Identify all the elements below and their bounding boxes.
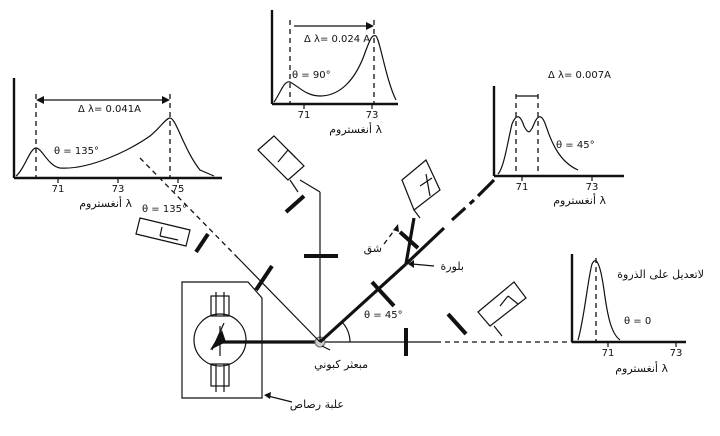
lead-box-text: علبة رصاص — [290, 398, 344, 411]
spectrum-0-theta: θ = 0 — [624, 316, 651, 327]
spectrum-45-axis-label: أنغستروم λ — [553, 193, 606, 207]
spectrum-90-theta: θ = 90° — [292, 70, 331, 81]
spectrometer-90 — [257, 135, 305, 193]
spectrum-0-curve — [577, 260, 621, 341]
spectrum-45-tick-71: 71 — [516, 182, 529, 193]
beam-45 — [318, 262, 408, 344]
slit-0-b — [446, 312, 468, 336]
slit-label: شق — [364, 224, 399, 256]
spectrum-135: Δ λ= 0.041A θ = 135° 71 73 75 أنغستروم λ — [12, 78, 222, 210]
spectrum-135-tick-75: 75 — [172, 184, 185, 195]
spectrum-45-curve — [497, 116, 579, 175]
spectrum-0-axis-label: أنغستروم λ — [615, 361, 668, 375]
beam-45-long-b — [450, 198, 476, 222]
spectrum-0-tick-73: 73 — [670, 348, 683, 359]
spectrum-135-curve — [15, 117, 215, 177]
crystal-label: بلورة — [408, 260, 464, 273]
spectrum-45-tick-73: 73 — [586, 182, 599, 193]
beam-135 — [237, 257, 321, 343]
beam-45-long-c — [476, 178, 496, 198]
spectrum-135-tick-73: 73 — [112, 184, 125, 195]
spectrum-90-tick-73: 73 — [366, 110, 379, 121]
spectrum-135-axis-label: أنغستروم λ — [79, 196, 132, 210]
spectrum-90-curve — [273, 35, 397, 103]
theta-45-arc — [341, 321, 351, 343]
spectrum-0: لاتعديل على الذروة θ = 0 71 73 أنغستروم … — [570, 254, 704, 375]
spectrum-0-tick-71: 71 — [602, 348, 615, 359]
spectrum-135-tick-71: 71 — [52, 184, 65, 195]
lead-box — [181, 281, 263, 399]
slit-135 — [254, 264, 274, 292]
spectrum-45-delta: Δ λ= 0.007A — [548, 70, 611, 81]
scatterer-text: مبعثر كبوني — [314, 358, 368, 371]
slit-text: شق — [364, 242, 382, 256]
scatterer-label: مبعثر كبوني — [314, 345, 368, 371]
lead-box-label: علبة رصاص — [264, 392, 344, 411]
spectrum-45-theta: θ = 45° — [556, 140, 595, 151]
theta-45-label: θ = 45° — [364, 310, 403, 321]
beam-45-long — [404, 226, 446, 266]
crystal-text: بلورة — [441, 260, 464, 273]
slit-135-b — [194, 232, 210, 254]
beam-90-to-crystal — [299, 179, 321, 193]
spectrum-135-theta: θ = 135° — [54, 146, 99, 157]
spectrum-0-note: لاتعديل على الذروة — [617, 268, 704, 281]
spectrometer-135 — [135, 217, 191, 247]
spectrum-90-tick-71: 71 — [298, 110, 311, 121]
spectrum-45: Δ λ= 0.007A θ = 45° 71 73 أنغستروم λ — [492, 70, 624, 207]
spectrum-135-delta: Δ λ= 0.041A — [78, 104, 141, 115]
spectrum-90-axis-label: أنغستروم λ — [329, 122, 382, 136]
spectrometer-0 — [477, 281, 527, 337]
theta-135-label: θ = 135° — [142, 204, 187, 215]
spectrum-90: Δ λ= 0.024 A θ = 90° 71 73 أنغستروم λ — [270, 10, 398, 136]
spectrometer-45 — [401, 159, 441, 219]
spectrum-90-delta: Δ λ= 0.024 A — [304, 34, 370, 45]
slit-90-b — [284, 194, 306, 214]
beam-45-to-crystal — [404, 217, 416, 265]
slit-45-a — [370, 280, 396, 308]
